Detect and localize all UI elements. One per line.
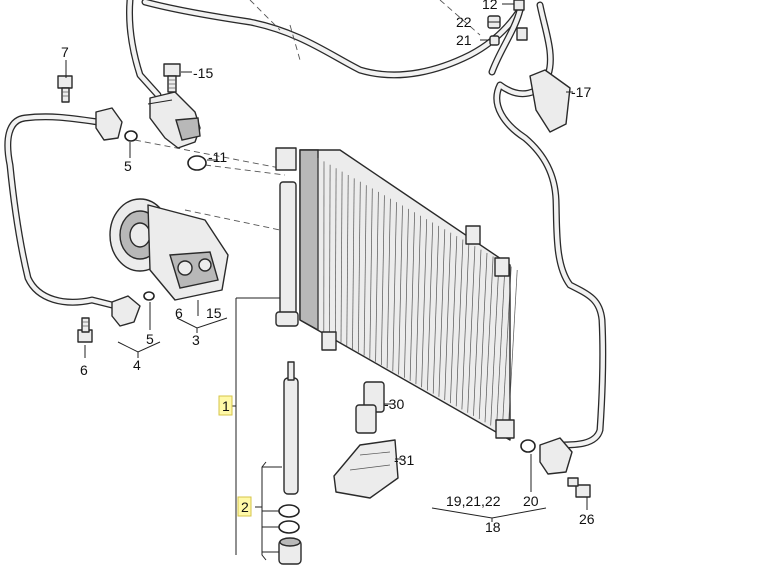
callout-2-highlight: [237, 496, 252, 517]
callout-1-highlight: [218, 395, 233, 416]
upper-right-pipe-stub: [488, 6, 524, 76]
condenser-fin: [438, 229, 446, 397]
upper-left-refrigerant-pipe: [126, 0, 162, 99]
condenser-fin: [369, 188, 373, 359]
callout-22: 22: [456, 14, 472, 30]
clip-17: [529, 69, 571, 133]
condenser-fin: [415, 215, 421, 385]
bolt-6: [77, 317, 93, 343]
callout-3: 3: [192, 332, 200, 348]
condenser-fin: [404, 208, 409, 378]
callout-19-21-22: 19,21,22: [446, 493, 501, 509]
condenser-fin: [340, 171, 343, 343]
condenser-fin: [450, 236, 458, 404]
valve-fitting-right: [516, 27, 528, 41]
callout-5-upper: 5: [124, 158, 132, 174]
right-pressure-pipe: [493, 1, 607, 449]
callout-31: -31: [394, 452, 414, 468]
condenser-fin: [352, 178, 355, 350]
callout-4: 4: [133, 357, 141, 373]
ac-compressor: [109, 198, 229, 301]
condenser-fin: [484, 256, 494, 423]
bolt-26: [567, 477, 591, 498]
condenser-fin: [432, 225, 440, 394]
callout-1: 1: [222, 398, 230, 414]
condenser-fin: [363, 185, 367, 356]
o-ring-2a: [278, 504, 300, 518]
condenser-fin: [329, 164, 331, 337]
callout-15-bottom: 15: [206, 305, 222, 321]
condenser-fin: [380, 195, 385, 366]
o-ring-5-lower: [143, 291, 155, 301]
callout-6-lower: 6: [80, 362, 88, 378]
callout-6-upper: 6: [175, 305, 183, 321]
condenser-fin: [427, 222, 434, 391]
callout-5-lower: 5: [146, 331, 154, 347]
alignment-lines: [134, 0, 481, 231]
suction-pipe-flange: [95, 107, 123, 141]
pipe-flange-right: [539, 437, 573, 475]
callout-21: 21: [456, 32, 472, 48]
condenser-fin: [496, 263, 506, 429]
pipe-fitting-block: [147, 91, 201, 149]
condenser-fin: [392, 202, 397, 372]
condenser-fin: [421, 219, 428, 388]
condenser-fin: [444, 232, 452, 401]
condenser-fin: [409, 212, 415, 381]
callout-7: 7: [61, 44, 69, 60]
discharge-pipe-flange: [111, 295, 141, 327]
condenser-fin: [467, 246, 476, 413]
valve-cap-12: [513, 0, 525, 11]
condenser-fin: [473, 249, 482, 416]
o-ring-20: [520, 439, 536, 453]
condenser-fin: [386, 198, 391, 369]
bolt-7: [57, 75, 73, 103]
condenser-fin: [398, 205, 403, 375]
callout-2: 2: [241, 499, 249, 515]
condenser-fin: [455, 239, 464, 407]
condenser-core: [299, 149, 518, 441]
condenser-fin: [334, 168, 337, 340]
drier-cap: [278, 537, 302, 565]
condenser-fin: [501, 266, 512, 432]
o-ring-2b: [278, 520, 300, 534]
callout-17: -17: [571, 84, 591, 100]
callout-15-top: -15: [193, 65, 213, 81]
callout-30: -30: [384, 396, 404, 412]
seal-21: [489, 35, 500, 46]
left-suction-pipe: [4, 113, 116, 309]
top-refrigerant-pipe: [141, 0, 524, 79]
condenser-fin: [490, 259, 500, 426]
callout-18: 18: [485, 519, 501, 535]
condenser-fin: [478, 252, 488, 420]
condenser-fin: [507, 269, 518, 436]
condenser-fin: [346, 174, 349, 346]
condenser-fin: [375, 191, 379, 362]
o-ring-5-upper: [124, 130, 138, 142]
callout-11: -11: [208, 149, 227, 165]
bolt-15: [163, 63, 181, 93]
receiver-drier-tube: [275, 147, 299, 327]
callout-26: 26: [579, 511, 595, 527]
callout-12: 12: [482, 0, 498, 12]
bracket-31: [333, 439, 399, 499]
pressure-switch-30: [355, 381, 385, 434]
condenser-fin: [461, 242, 470, 410]
o-ring-11: [187, 155, 207, 171]
condenser-fin: [357, 181, 361, 353]
drier-cartridge: [283, 361, 299, 495]
callout-20: 20: [523, 493, 539, 509]
